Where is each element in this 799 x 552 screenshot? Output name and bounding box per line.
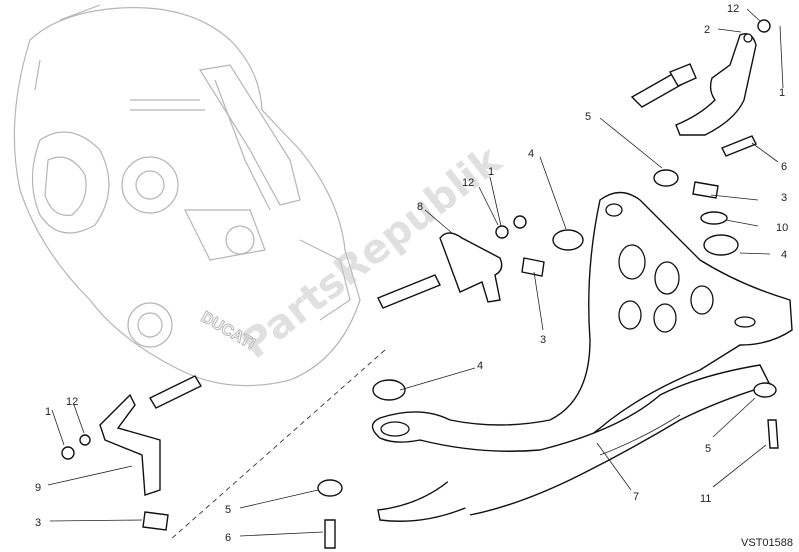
callout-11-lowright: 11 [700,493,711,505]
washer-10-right [700,211,728,225]
callout-12-center: 12 [462,177,474,189]
bolt-11-lowright [767,419,779,449]
callout-6-right: 6 [781,161,787,173]
callout-3-left: 3 [35,517,41,529]
callout-2-top: 2 [704,24,710,36]
callout-1-center: 1 [488,166,494,178]
grommet-4-right [703,234,739,256]
callout-4-lower: 4 [477,360,483,372]
callout-1-top: 1 [779,87,785,99]
callout-4-center: 4 [528,148,534,160]
callout-12-top: 12 [727,3,739,15]
group-boundary [169,349,386,541]
callout-3-right: 3 [781,192,787,204]
callout-5-lowright: 5 [705,443,711,455]
callout-12-left: 12 [66,396,78,408]
callout-9-left: 9 [35,482,41,494]
drawing-code: VST01588 [741,537,793,549]
left-bracket [61,375,202,531]
grommet-4-lower [372,379,406,401]
upper-right-bracket [630,33,757,136]
bolt-6-right [721,135,757,157]
callout-1-left: 1 [45,406,51,418]
callout-4-right: 4 [781,249,787,261]
screw-12-top [757,19,771,33]
grommet-5-mid [653,169,679,187]
leader-lines [47,8,784,537]
callout-5-mid: 5 [585,111,591,123]
callout-3-center: 3 [540,334,546,346]
clip-3-right [692,181,719,199]
bolt-6-lower [324,519,336,549]
center-bracket [377,215,584,309]
callout-labels: 12 2 1 5 6 1 12 4 8 3 10 4 3 4 1 12 9 3 … [35,3,788,544]
callout-5-lower: 5 [225,504,231,516]
skid-plate [371,191,793,522]
callout-7-lower: 7 [633,491,639,503]
grommet-5-lower [317,479,343,497]
callout-8-center: 8 [417,201,423,213]
callout-10-right: 10 [776,222,788,234]
grommet-5-lowright [753,382,777,398]
callout-6-lower: 6 [225,532,231,544]
